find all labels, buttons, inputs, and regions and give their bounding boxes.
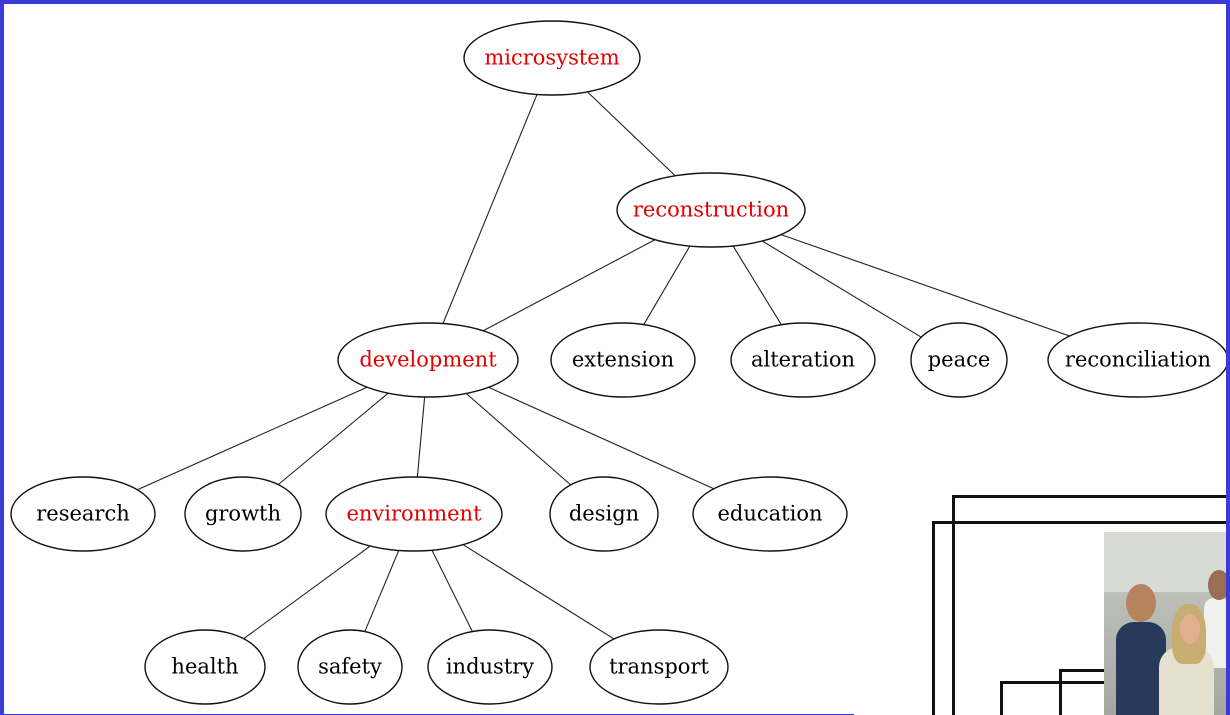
node-label-safety: safety	[318, 655, 382, 679]
node-research: research	[10, 476, 156, 552]
node-ellipse-transport	[589, 629, 729, 705]
node-label-reconstruction: reconstruction	[633, 198, 789, 222]
node-ellipse-health	[144, 629, 266, 705]
node-alteration: alteration	[730, 322, 876, 398]
node-label-industry: industry	[446, 655, 534, 679]
node-ellipse-education	[692, 476, 848, 552]
edge-environment-industry	[431, 549, 473, 632]
edge-reconstruction-reconciliation	[780, 234, 1070, 337]
node-environment: environment	[325, 476, 503, 552]
node-peace: peace	[910, 322, 1008, 398]
node-education: education	[692, 476, 848, 552]
edge-development-design	[465, 393, 572, 486]
frame-rect-outer	[952, 495, 1226, 715]
node-label-education: education	[718, 502, 823, 526]
node-label-transport: transport	[609, 655, 709, 679]
node-label-environment: environment	[346, 502, 482, 526]
people-photo	[1104, 532, 1226, 715]
node-label-health: health	[171, 655, 238, 679]
node-design: design	[549, 476, 659, 552]
node-ellipse-alteration	[730, 322, 876, 398]
edge-reconstruction-alteration	[732, 245, 782, 325]
node-label-extension: extension	[572, 348, 674, 372]
node-reconstruction: reconstruction	[616, 172, 806, 248]
concept-tree-diagram: microsystem reconstruction development exte…	[10, 20, 1226, 705]
node-label-research: research	[36, 502, 130, 526]
edge-development-research	[137, 386, 368, 491]
node-label-alteration: alteration	[751, 348, 855, 372]
node-ellipse-reconciliation	[1047, 322, 1226, 398]
node-label-peace: peace	[928, 348, 991, 372]
node-ellipse-reconstruction	[616, 172, 806, 248]
node-ellipse-growth	[184, 476, 302, 552]
node-microsystem: microsystem	[463, 20, 641, 96]
node-label-design: design	[569, 502, 639, 526]
node-ellipse-development	[337, 322, 519, 398]
node-growth: growth	[184, 476, 302, 552]
edge-reconstruction-development	[482, 239, 656, 332]
node-ellipse-microsystem	[463, 20, 641, 96]
node-ellipse-research	[10, 476, 156, 552]
node-development: development	[337, 322, 519, 398]
node-label-reconciliation: reconciliation	[1065, 348, 1211, 372]
node-reconciliation: reconciliation	[1047, 322, 1226, 398]
node-extension: extension	[550, 322, 696, 398]
node-label-development: development	[359, 348, 497, 372]
frame-rect-middle	[932, 521, 1226, 715]
node-health: health	[144, 629, 266, 705]
node-ellipse-peace	[910, 322, 1008, 398]
edge-reconstruction-peace	[761, 240, 922, 338]
node-ellipse-industry	[427, 629, 553, 705]
node-ellipse-safety	[297, 629, 403, 705]
node-safety: safety	[297, 629, 403, 705]
edge-environment-safety	[364, 550, 400, 632]
edge-microsystem-reconstruction	[587, 91, 676, 177]
node-industry: industry	[427, 629, 553, 705]
edge-microsystem-development	[442, 94, 538, 324]
node-label-growth: growth	[205, 502, 281, 526]
node-ellipse-extension	[550, 322, 696, 398]
edge-environment-health	[243, 545, 371, 640]
tree-edges	[137, 91, 1070, 640]
edge-development-environment	[416, 396, 426, 478]
node-transport: transport	[589, 629, 729, 705]
node-label-microsystem: microsystem	[484, 46, 619, 70]
edge-development-growth	[277, 392, 389, 486]
edge-development-education	[488, 386, 715, 490]
edge-reconstruction-extension	[643, 245, 691, 325]
node-ellipse-design	[549, 476, 659, 552]
node-ellipse-environment	[325, 476, 503, 552]
edge-environment-transport	[462, 544, 615, 640]
tree-nodes: microsystem reconstruction development exte…	[10, 20, 1226, 705]
